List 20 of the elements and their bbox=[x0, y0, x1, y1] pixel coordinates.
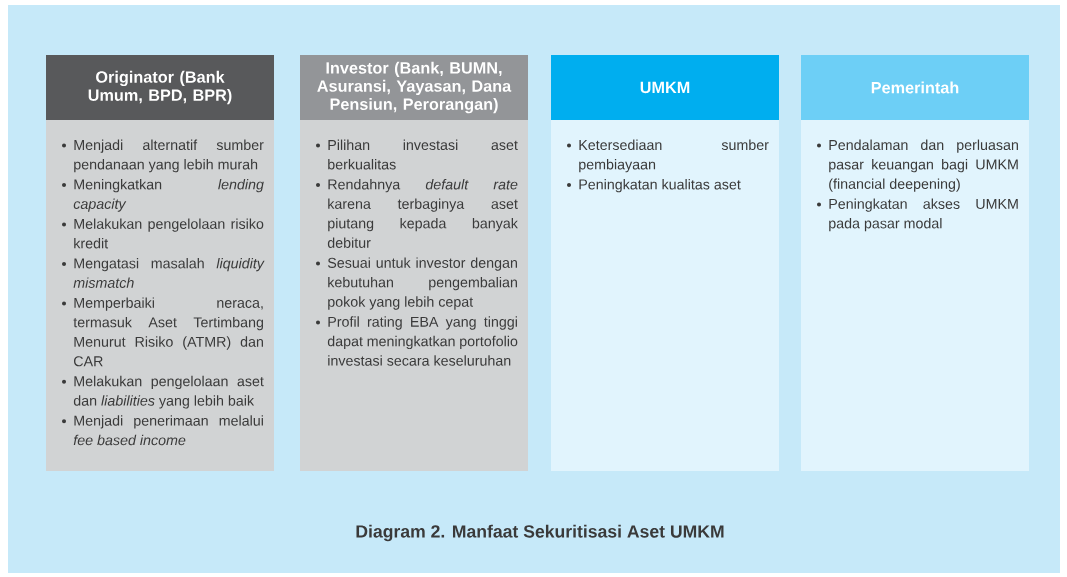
caption: Diagram 2. Manfaat Sekuritisasi Aset UMKM bbox=[356, 524, 724, 542]
list-item: Ketersediaan sumber pembiayaan bbox=[579, 139, 769, 173]
column-panel bbox=[801, 120, 1029, 471]
list-item: Peningkatan akses UMKM pada pasar modal bbox=[829, 198, 1018, 232]
list-item: Rendahnya default rate karena terbaginya aset piutang kepada banyak debitur bbox=[327, 179, 518, 248]
list-item: Peningkatan kualitas aset bbox=[579, 179, 741, 193]
column-panel bbox=[46, 120, 274, 471]
header-band: Investor (Bank, BUMN, Asuransi, Yayasan, Dana Pensiun, Perorangan) bbox=[300, 55, 528, 120]
list-item: Pendalaman dan perluasan pasar keuangan bagi UMKM (financial deepening) bbox=[829, 139, 1018, 192]
header-band: UMKM bbox=[551, 55, 779, 120]
list-item: Meningkatkan lending capacity bbox=[73, 179, 264, 212]
list-item: Sesuai untuk investor dengan kebutuhan pengembalian pokok yang lebih cepat bbox=[327, 257, 517, 310]
list-item: Profil rating EBA yang tinggi dapat meningkatkan portofolio investasi secara keseluruhan bbox=[327, 316, 518, 366]
header-band: Pemerintah bbox=[801, 55, 1029, 120]
column-panel bbox=[300, 120, 528, 471]
list-item: Memperbaiki neraca, termasuk Aset Tertimbang Menurut Risiko (ATMR) dan CAR bbox=[73, 297, 263, 367]
header-band: Originator (Bank Umum, BPD, BPR) bbox=[46, 55, 274, 120]
column-panel bbox=[551, 120, 779, 471]
list-item: Menjadi penerimaan melalui fee based income bbox=[73, 415, 263, 446]
list-item: Melakukan pengelolaan aset dan liabilities yang lebih baik bbox=[73, 375, 264, 409]
